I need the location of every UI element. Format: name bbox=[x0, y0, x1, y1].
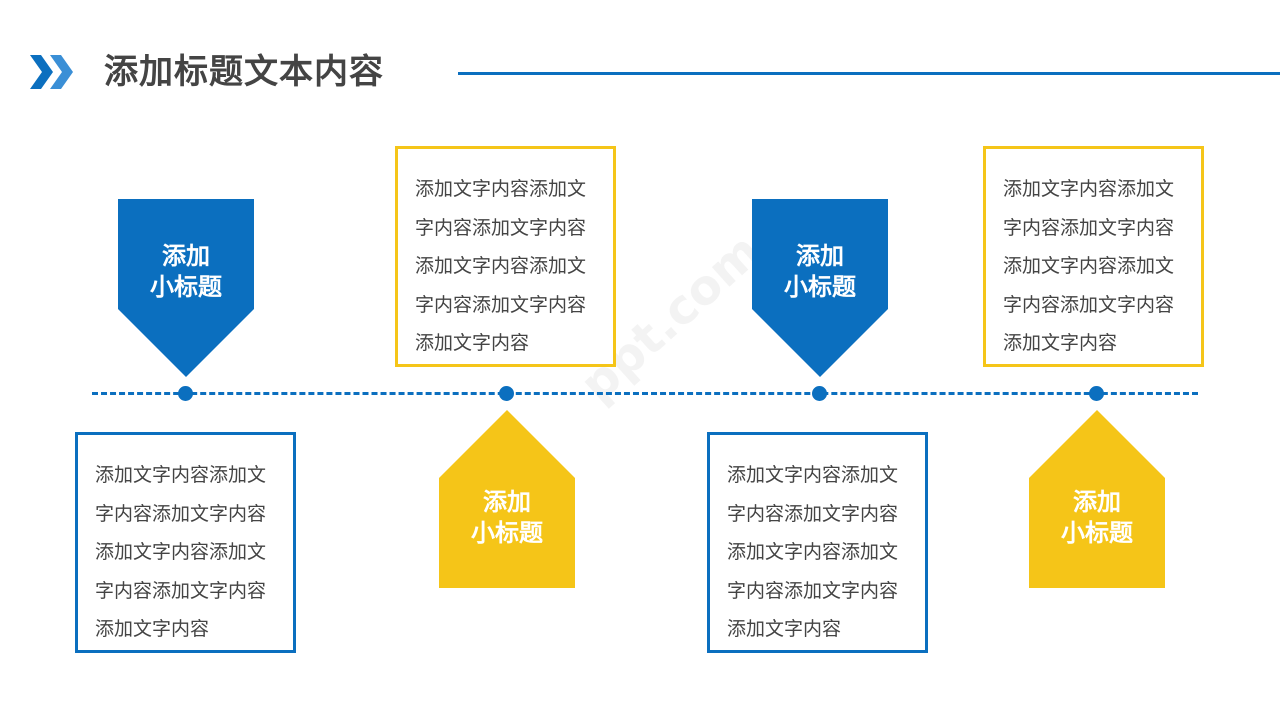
arrow-down-badge-icon bbox=[752, 199, 888, 377]
milestone-4-badge: 添加 小标题 bbox=[1029, 410, 1165, 590]
milestone-2-subtitle-line1: 添加 bbox=[483, 488, 531, 516]
textbox-line: 字内容添加文字内容 bbox=[727, 502, 899, 525]
timeline-dot-2 bbox=[499, 386, 514, 401]
timeline-line bbox=[92, 392, 1198, 395]
textbox-line: 添加文字内容添加文 bbox=[727, 541, 899, 563]
milestone-1-subtitle-line2: 小标题 bbox=[150, 273, 222, 301]
milestone-2-subtitle-line2: 小标题 bbox=[471, 519, 543, 547]
textbox-line: 添加文字内容 bbox=[415, 332, 530, 354]
textbox-line: 添加文字内容添加文 bbox=[1003, 178, 1175, 200]
milestone-3-subtitle-line1: 添加 bbox=[796, 242, 844, 270]
milestone-4-textbox: 添加文字内容添加文 字内容添加文字内容 添加文字内容添加文 字内容添加文字内容 … bbox=[983, 146, 1204, 367]
textbox-line: 字内容添加文字内容 bbox=[1003, 216, 1175, 239]
milestone-4-subtitle-line1: 添加 bbox=[1073, 488, 1121, 516]
textbox-line: 字内容添加文字内容 bbox=[95, 579, 267, 602]
milestone-4-subtitle-line2: 小标题 bbox=[1061, 519, 1133, 547]
milestone-2-badge: 添加 小标题 bbox=[439, 410, 575, 590]
arrow-up-badge-icon bbox=[439, 410, 575, 588]
textbox-line: 添加文字内容添加文 bbox=[95, 464, 267, 486]
milestone-1-textbox: 添加文字内容添加文 字内容添加文字内容 添加文字内容添加文 字内容添加文字内容 … bbox=[75, 432, 296, 653]
textbox-line: 添加文字内容添加文 bbox=[415, 255, 587, 277]
milestone-3-textbox: 添加文字内容添加文 字内容添加文字内容 添加文字内容添加文 字内容添加文字内容 … bbox=[707, 432, 928, 653]
milestone-3-badge: 添加 小标题 bbox=[752, 199, 888, 379]
arrow-down-badge-icon bbox=[118, 199, 254, 377]
timeline-dot-1 bbox=[178, 386, 193, 401]
textbox-line: 添加文字内容 bbox=[95, 618, 210, 640]
milestone-3-subtitle-line2: 小标题 bbox=[784, 273, 856, 301]
textbox-line: 字内容添加文字内容 bbox=[415, 293, 587, 316]
textbox-line: 字内容添加文字内容 bbox=[415, 216, 587, 239]
textbox-line: 添加文字内容添加文 bbox=[95, 541, 267, 563]
textbox-line: 字内容添加文字内容 bbox=[95, 502, 267, 525]
timeline-dot-4 bbox=[1089, 386, 1104, 401]
textbox-line: 字内容添加文字内容 bbox=[1003, 293, 1175, 316]
milestone-2-textbox: 添加文字内容添加文 字内容添加文字内容 添加文字内容添加文 字内容添加文字内容 … bbox=[395, 146, 616, 367]
double-chevron-icon bbox=[30, 55, 73, 89]
textbox-line: 添加文字内容添加文 bbox=[727, 464, 899, 486]
arrow-up-badge-icon bbox=[1029, 410, 1165, 588]
textbox-line: 添加文字内容添加文 bbox=[415, 178, 587, 200]
textbox-line: 添加文字内容添加文 bbox=[1003, 255, 1175, 277]
timeline-dot-3 bbox=[812, 386, 827, 401]
page-title: 添加标题文本内容 bbox=[104, 52, 384, 92]
textbox-line: 添加文字内容 bbox=[1003, 332, 1118, 354]
title-divider bbox=[458, 72, 1280, 75]
milestone-1-subtitle-line1: 添加 bbox=[162, 242, 210, 270]
textbox-line: 添加文字内容 bbox=[727, 618, 842, 640]
milestone-1-badge: 添加 小标题 bbox=[118, 199, 254, 379]
textbox-line: 字内容添加文字内容 bbox=[727, 579, 899, 602]
